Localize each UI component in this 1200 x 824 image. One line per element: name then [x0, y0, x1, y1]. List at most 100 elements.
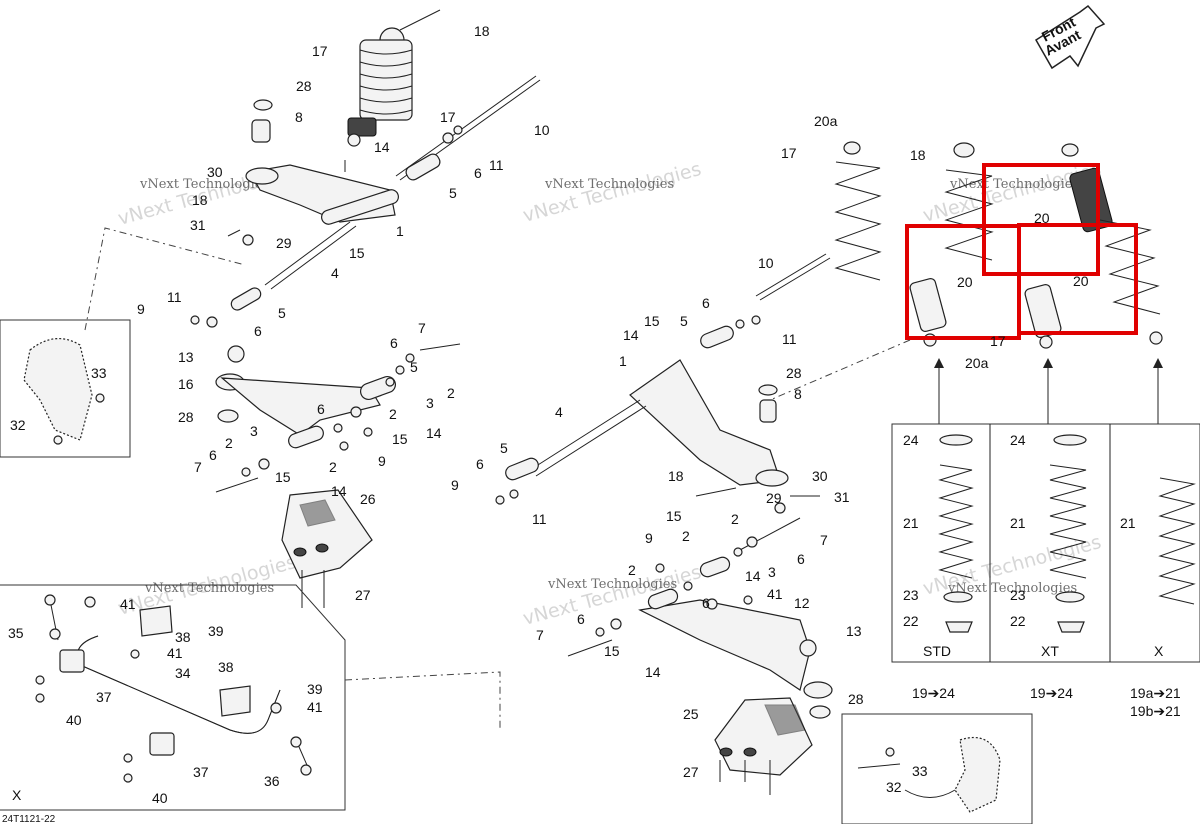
center-upper-a-arm [495, 253, 831, 514]
callout-13: 13 [846, 623, 862, 639]
callout-11: 11 [782, 331, 797, 347]
callout-38: 38 [175, 629, 191, 645]
callout-24: 24 [1010, 432, 1026, 448]
callout-2: 2 [389, 406, 397, 422]
callout-9: 9 [451, 477, 459, 493]
callout-12: 12 [794, 595, 810, 611]
callout-11: 11 [532, 511, 547, 527]
callout-6: 6 [577, 611, 585, 627]
callout-27: 27 [355, 587, 371, 603]
callout-35: 35 [8, 625, 24, 641]
callout-26: 26 [360, 491, 376, 507]
upper-left-shock [347, 9, 441, 147]
callout-15: 15 [392, 431, 408, 447]
callout-6: 6 [254, 323, 262, 339]
variant-std-name: STD [923, 643, 951, 659]
callout-3: 3 [250, 423, 258, 439]
knuckle-leader-line [84, 227, 246, 331]
callout-16: 16 [178, 376, 194, 392]
sway-bar [35, 594, 312, 783]
callout-2: 2 [628, 562, 636, 578]
sway-bar-leader-line [344, 671, 501, 730]
watermark: vNext Technologies [144, 581, 274, 596]
callout-33: 33 [91, 365, 107, 381]
callout-6: 6 [317, 401, 325, 417]
callout-14: 14 [331, 483, 347, 499]
watermark: vNext Technologies [949, 177, 1079, 192]
callout-30: 30 [207, 164, 223, 180]
variant-xt-name: XT [1041, 643, 1059, 659]
callout-41: 41 [120, 596, 136, 612]
callout-18: 18 [668, 468, 684, 484]
variant-arrows [934, 358, 1163, 424]
callout-23: 23 [1010, 587, 1026, 603]
right-knuckle-box [841, 713, 1033, 824]
spring-variant-table [891, 423, 1200, 663]
callout-14: 14 [426, 425, 442, 441]
callout-labels: 18 17 28 8 17 10 14 11 6 30 5 18 31 1 29… [2, 23, 1136, 824]
callout-31: 31 [190, 217, 206, 233]
variant-x-name: X [1154, 643, 1164, 659]
callout-10: 10 [758, 255, 774, 271]
callout-2: 2 [447, 385, 455, 401]
center-lower-a-arm [567, 517, 833, 719]
callout-7: 7 [536, 627, 544, 643]
callout-6: 6 [702, 295, 710, 311]
callout-2: 2 [225, 435, 233, 451]
diagram-code: 24T1121-22 [2, 814, 56, 824]
callout-32: 32 [886, 779, 902, 795]
callout-3: 3 [768, 564, 776, 580]
left-skid-plate [281, 489, 373, 608]
watermark: vNext Technologies [139, 177, 269, 192]
callout-18: 18 [910, 147, 926, 163]
callout-14: 14 [623, 327, 639, 343]
sway-bar-box [0, 584, 346, 811]
callout-10: 10 [534, 122, 550, 138]
callout-20: 20 [1034, 210, 1050, 226]
callout-20: 20 [957, 274, 973, 290]
upper-left-a-arm [190, 75, 541, 328]
callout-14: 14 [374, 139, 390, 155]
callout-41: 41 [767, 586, 783, 602]
callout-11: 11 [489, 157, 504, 173]
callout-5: 5 [680, 313, 688, 329]
callout-3: 3 [426, 395, 434, 411]
callout-29: 29 [766, 490, 782, 506]
callout-18: 18 [474, 23, 490, 39]
callout-28: 28 [848, 691, 864, 707]
watermark: vNext Technologies [547, 577, 677, 592]
callout-9: 9 [137, 301, 145, 317]
callout-6: 6 [476, 456, 484, 472]
callout-17: 17 [990, 333, 1006, 349]
callout-21: 21 [903, 515, 919, 531]
callout-18: 18 [192, 192, 208, 208]
callout-33: 33 [912, 763, 928, 779]
callout-11: 11 [167, 289, 182, 305]
watermark: vNext Technologies [947, 581, 1077, 596]
callout-36: 36 [264, 773, 280, 789]
callout-7: 7 [194, 459, 202, 475]
callout-14: 14 [745, 568, 761, 584]
callout-28: 28 [296, 78, 312, 94]
callout-15: 15 [604, 643, 620, 659]
callout-6: 6 [702, 595, 710, 611]
right-knuckle [857, 736, 1001, 813]
right-shock-absorbers [834, 141, 1163, 349]
callout-6: 6 [797, 551, 805, 567]
variant-x-range-a: 19a➔21 [1130, 685, 1181, 701]
callout-30: 30 [812, 468, 828, 484]
callout-8: 8 [295, 109, 303, 125]
callout-28: 28 [178, 409, 194, 425]
callout-29: 29 [276, 235, 292, 251]
callout-14: 14 [645, 664, 661, 680]
variant-labels: STD XT X 19➔24 19➔24 19a➔21 19b➔21 [912, 643, 1181, 719]
callout-39: 39 [208, 623, 224, 639]
callout-6: 6 [474, 165, 482, 181]
callout-1: 1 [396, 223, 404, 239]
callout-6: 6 [209, 447, 217, 463]
callout-39: 39 [307, 681, 323, 697]
callout-15: 15 [644, 313, 660, 329]
left-knuckle-box [0, 319, 131, 458]
callout-5: 5 [500, 440, 508, 456]
